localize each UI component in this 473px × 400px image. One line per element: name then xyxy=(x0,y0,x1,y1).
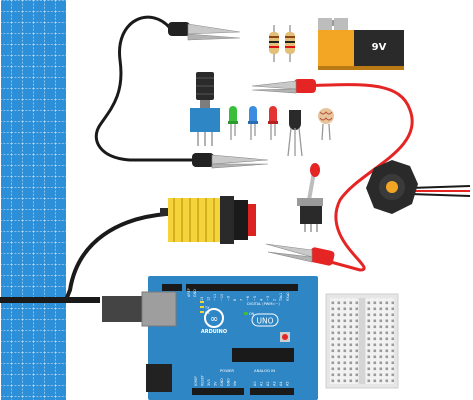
digital-pin-label: 12 xyxy=(207,297,211,301)
battery-9v: 9V xyxy=(318,18,404,70)
alligator-clip-red-bottom xyxy=(265,243,335,266)
digital-pin-label: TX▸1 xyxy=(279,293,283,302)
blueprint-grid xyxy=(0,0,66,400)
alligator-clip-red-top xyxy=(251,79,316,94)
led-red xyxy=(268,106,278,140)
toggle-switch xyxy=(297,163,323,232)
arduino-infinity-logo: ∞ xyxy=(210,314,218,325)
digital-pin-label: ~3 xyxy=(266,296,270,301)
battery-label: 9V xyxy=(372,42,387,53)
pin-label-gnd-top: GND xyxy=(193,289,197,297)
led-on-label: ON xyxy=(249,312,255,316)
analog-pin-label: A5 xyxy=(286,382,290,386)
digital-pin-label: 13 xyxy=(200,297,204,301)
black-lead-wire xyxy=(94,15,196,162)
alligator-clip-black-top xyxy=(168,22,241,41)
led-green xyxy=(228,106,238,140)
analog-pin-label: A1 xyxy=(260,382,264,386)
power-label: POWER xyxy=(220,368,234,373)
photoresistor xyxy=(318,108,334,141)
digital-pin-label: 4 xyxy=(259,299,263,301)
analog-pin-label: A0 xyxy=(253,382,257,386)
digital-pin-label: ~6 xyxy=(246,296,250,301)
big-push-button xyxy=(160,196,256,244)
digital-pin-label: ~10 xyxy=(220,294,224,301)
digital-pin-label: ~9 xyxy=(226,296,230,301)
digital-pin-label: 2 xyxy=(273,299,277,301)
led-rx-label: RX xyxy=(205,311,210,315)
arduino-model: UNO xyxy=(256,317,273,326)
digital-label: DIGITAL (PWM=~) xyxy=(247,302,280,306)
potentiometer xyxy=(190,72,220,146)
led-blue xyxy=(248,106,258,140)
piezo-buzzer xyxy=(366,160,471,214)
power-pin-label: 5V xyxy=(214,381,218,386)
pin-label-aref: AREF xyxy=(187,288,191,297)
digital-pin-label: RX◂0 xyxy=(286,292,290,301)
analog-pin-label: A3 xyxy=(273,382,277,386)
resistor-1 xyxy=(269,25,279,62)
resistor-2 xyxy=(285,25,295,62)
alligator-clip-black-bottom xyxy=(192,153,269,169)
led-tx-label: TX xyxy=(204,306,210,310)
analog-label: ANALOG IN xyxy=(254,368,275,373)
breadboard xyxy=(325,293,399,389)
red-lead-wire xyxy=(299,83,414,272)
digital-pin-label: ~11 xyxy=(213,294,217,301)
power-pin-label: GND xyxy=(227,378,231,386)
transistor xyxy=(287,110,303,157)
power-pin-label: IOREF xyxy=(194,376,198,386)
digital-pin-label: 8 xyxy=(233,299,237,301)
digital-pin-label: ~5 xyxy=(253,296,257,301)
power-pin-label: Vin xyxy=(233,381,237,386)
analog-pin-label: A2 xyxy=(266,382,270,386)
analog-pin-label: A4 xyxy=(279,382,283,386)
power-pin-label: 3V3 xyxy=(207,379,211,386)
arduino-brand: ARDUINO xyxy=(201,329,227,335)
power-pin-label: RESET xyxy=(201,374,205,386)
digital-pin-label: 7 xyxy=(240,299,244,301)
black-cable xyxy=(64,212,167,301)
power-pin-label: GND xyxy=(220,378,224,386)
